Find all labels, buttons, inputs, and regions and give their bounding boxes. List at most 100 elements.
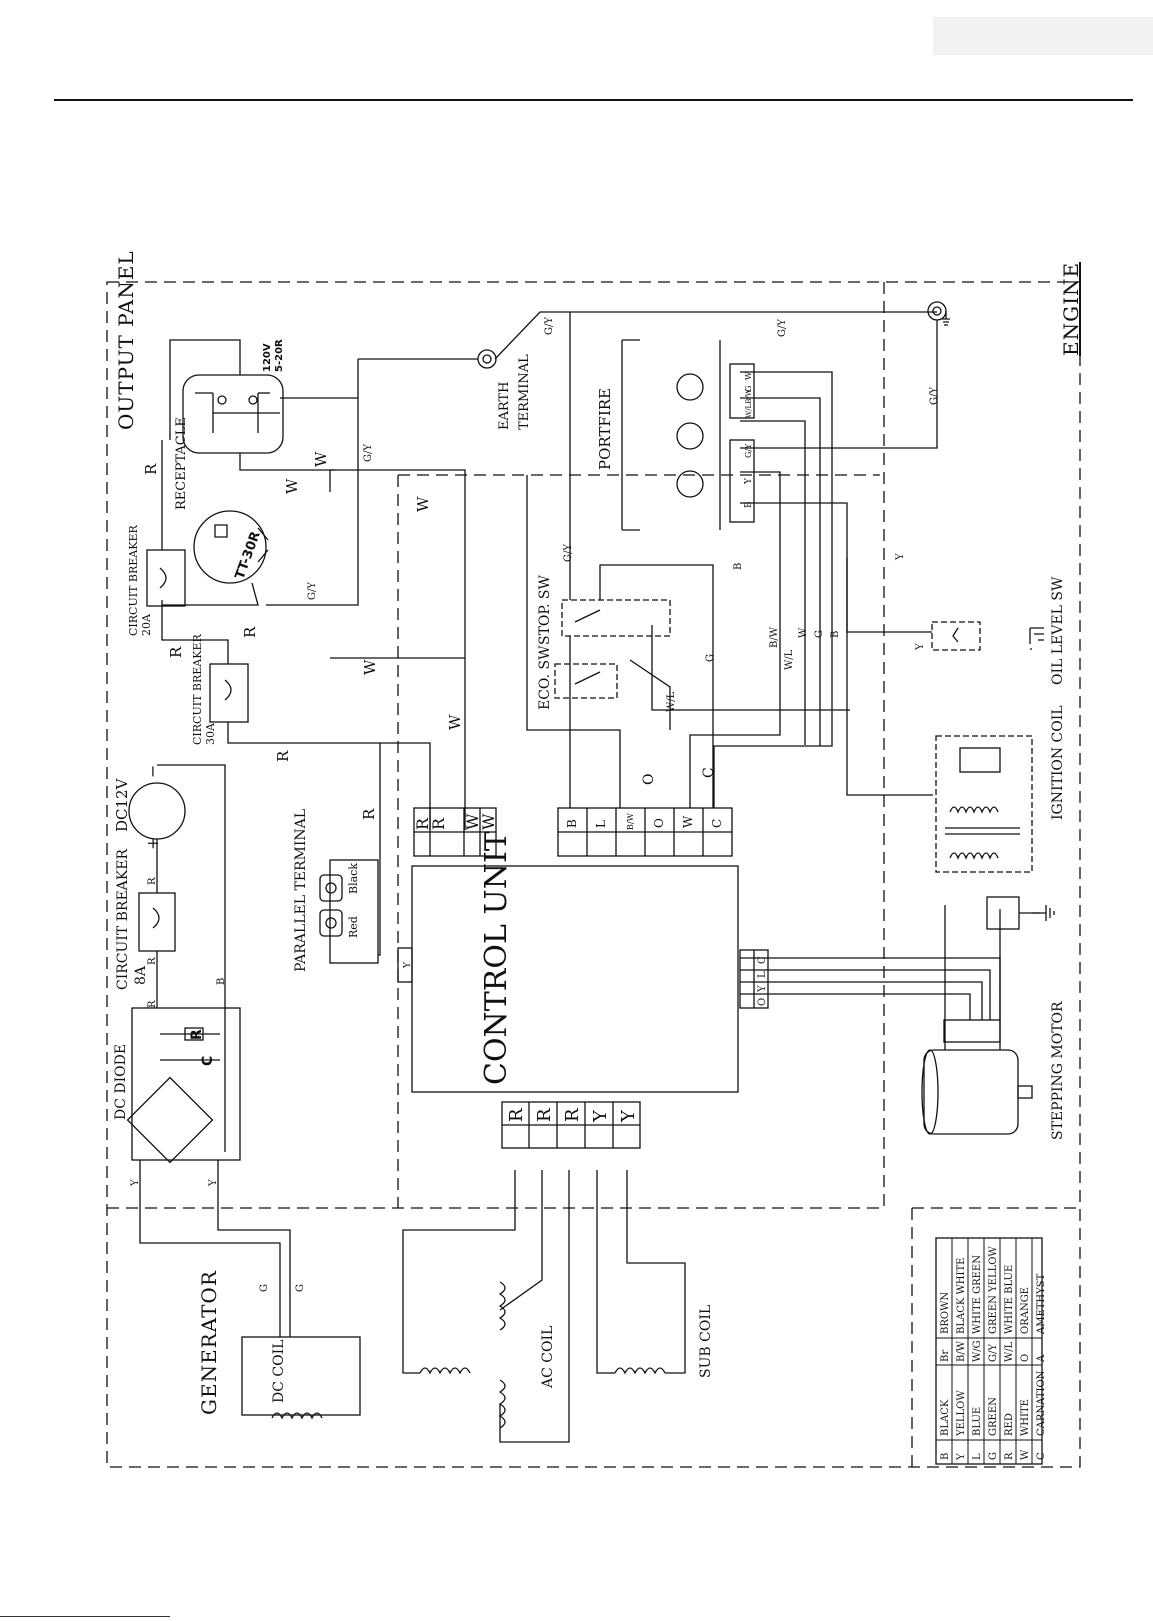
conn-bot-y1: Y [590, 1109, 611, 1123]
legend-cell: BLACK WHITE [956, 1258, 967, 1334]
cb-8a-rating: 8A [133, 965, 149, 985]
wire-label-y: Y [915, 643, 926, 651]
conn-rw-w1: W [463, 813, 482, 830]
wire-label-wl: W/L [666, 691, 677, 712]
sub-coil [614, 1367, 666, 1375]
cb-30a-title: CIRCUIT BREAKER [191, 634, 204, 745]
legend-cell: YELLOW [956, 1390, 967, 1437]
ignition-coil [935, 735, 1033, 873]
wire-label-g: G [295, 1284, 306, 1292]
diode-resistor-label: R [189, 1029, 205, 1040]
legend-cell: G/Y [988, 1344, 999, 1362]
legend-cell: W/L [1004, 1341, 1015, 1362]
wire-label-r-small: R [147, 1000, 158, 1008]
dc12v-label: DC12V [113, 777, 131, 832]
control-unit [411, 865, 739, 1093]
legend-cell: CARNATION [1036, 1370, 1047, 1436]
legend-cell: W/G [972, 1340, 983, 1362]
conn-rw-r2: R [429, 817, 448, 830]
legend-cell: B [940, 1453, 951, 1460]
dc-diode [131, 1007, 241, 1161]
color-legend [935, 1237, 1043, 1465]
wire-label-r-small: R [147, 957, 158, 965]
wire-label-y: Y [895, 553, 906, 561]
receptacle-rating-1: 120V [262, 343, 273, 372]
wire-label-w: W [361, 659, 379, 675]
portfire [621, 339, 640, 531]
stop-switch-label: STOP. SW [537, 575, 553, 645]
earth-terminal [477, 349, 497, 369]
circuit-breaker-20a [146, 549, 186, 607]
circuit-breaker-8a [138, 892, 176, 952]
motor-conn-y: Y [757, 985, 768, 993]
wire-label-w: W [414, 496, 432, 512]
wire-label-b: B [216, 978, 227, 985]
control-unit-label: CONTROL UNIT [479, 831, 514, 1085]
eco-switch [554, 663, 618, 699]
conn-top-b: B [565, 819, 579, 828]
portfire-conn-y: Y [744, 477, 754, 485]
dc12v-source [128, 782, 186, 840]
oil-level-switch-label: OIL LEVEL SW [1050, 576, 1066, 685]
legend-cell: GREEN [988, 1397, 999, 1436]
wire-label-g: G [814, 630, 825, 638]
section-boundaries [106, 281, 1081, 1468]
conn-rw-w2: W [479, 813, 498, 830]
legend-cell: Br [940, 1350, 951, 1362]
conn-top-c: C [710, 819, 724, 828]
legend-cell: WHITE [1020, 1399, 1031, 1436]
stepping-motor-label: STEPPING MOTOR [1050, 1001, 1066, 1140]
wire-label-r: R [360, 808, 378, 820]
circuit-breaker-30a [209, 663, 249, 723]
portfire-conn-g: G [744, 386, 753, 392]
legend-cell: BLUE [972, 1407, 983, 1436]
portfire-top-connector [729, 363, 755, 419]
legend-cell: R [1004, 1452, 1015, 1460]
wire-label-gy: G/Y [307, 582, 318, 600]
engine-label: ENGINE [1059, 262, 1083, 356]
wire-label-b: B [830, 631, 841, 638]
wire-label-r-small: R [147, 877, 158, 885]
ac-coil [419, 1367, 471, 1375]
header-rule [54, 99, 1133, 101]
wire-label-g: G [705, 654, 716, 662]
receptacle-rating-2: 5-20R [274, 339, 285, 372]
parallel-red-label: Red [347, 916, 360, 938]
legend-cell: Y [956, 1453, 967, 1461]
cb-20a-title: CIRCUIT BREAKER [127, 525, 140, 636]
wire-label-o: O [641, 774, 657, 785]
dc-coil-label: DC COIL [271, 1340, 287, 1403]
sub-coil-label: SUB COIL [698, 1305, 714, 1378]
dc-diode-label: DC DIODE [113, 1044, 129, 1120]
portfire-conn-gy: G/Y [744, 443, 753, 458]
dc12v-plus: + [143, 837, 162, 850]
legend-cell: A [1036, 1354, 1047, 1363]
ground-symbols [942, 311, 1055, 921]
generator-label: GENERATOR [197, 1270, 221, 1415]
ignition-coil-label: IGNITION COIL [1050, 705, 1066, 820]
legend-cell: ORANGE [1020, 1287, 1031, 1334]
legend-cell: B/W [956, 1340, 967, 1362]
wire-label-w: W [798, 627, 809, 638]
legend-cell: L [972, 1453, 983, 1460]
wire-label-w: W [312, 451, 330, 467]
control-side-y: Y [403, 961, 413, 969]
portfire-label: PORTFIRE [596, 388, 614, 470]
wire-label-r: R [274, 750, 292, 762]
ac-coil-label: AC COIL [540, 1326, 556, 1389]
conn-rw-r1: R [413, 817, 432, 830]
engine-earth [927, 301, 947, 321]
wire-label-b: B [733, 563, 744, 570]
diode-capacitor-label: C [200, 1056, 216, 1066]
wire-label-gy: G/Y [563, 544, 574, 562]
wire-label-r: R [142, 463, 160, 475]
conn-top-bw: B/W [626, 812, 635, 830]
conn-bot-y2: Y [618, 1109, 639, 1123]
cb-8a-title: CIRCUIT BREAKER [115, 849, 131, 990]
wires [139, 311, 1040, 1443]
conn-bot-r2: R [534, 1108, 555, 1122]
legend-cell: W [1020, 1449, 1031, 1460]
conn-top-l: L [594, 820, 608, 828]
